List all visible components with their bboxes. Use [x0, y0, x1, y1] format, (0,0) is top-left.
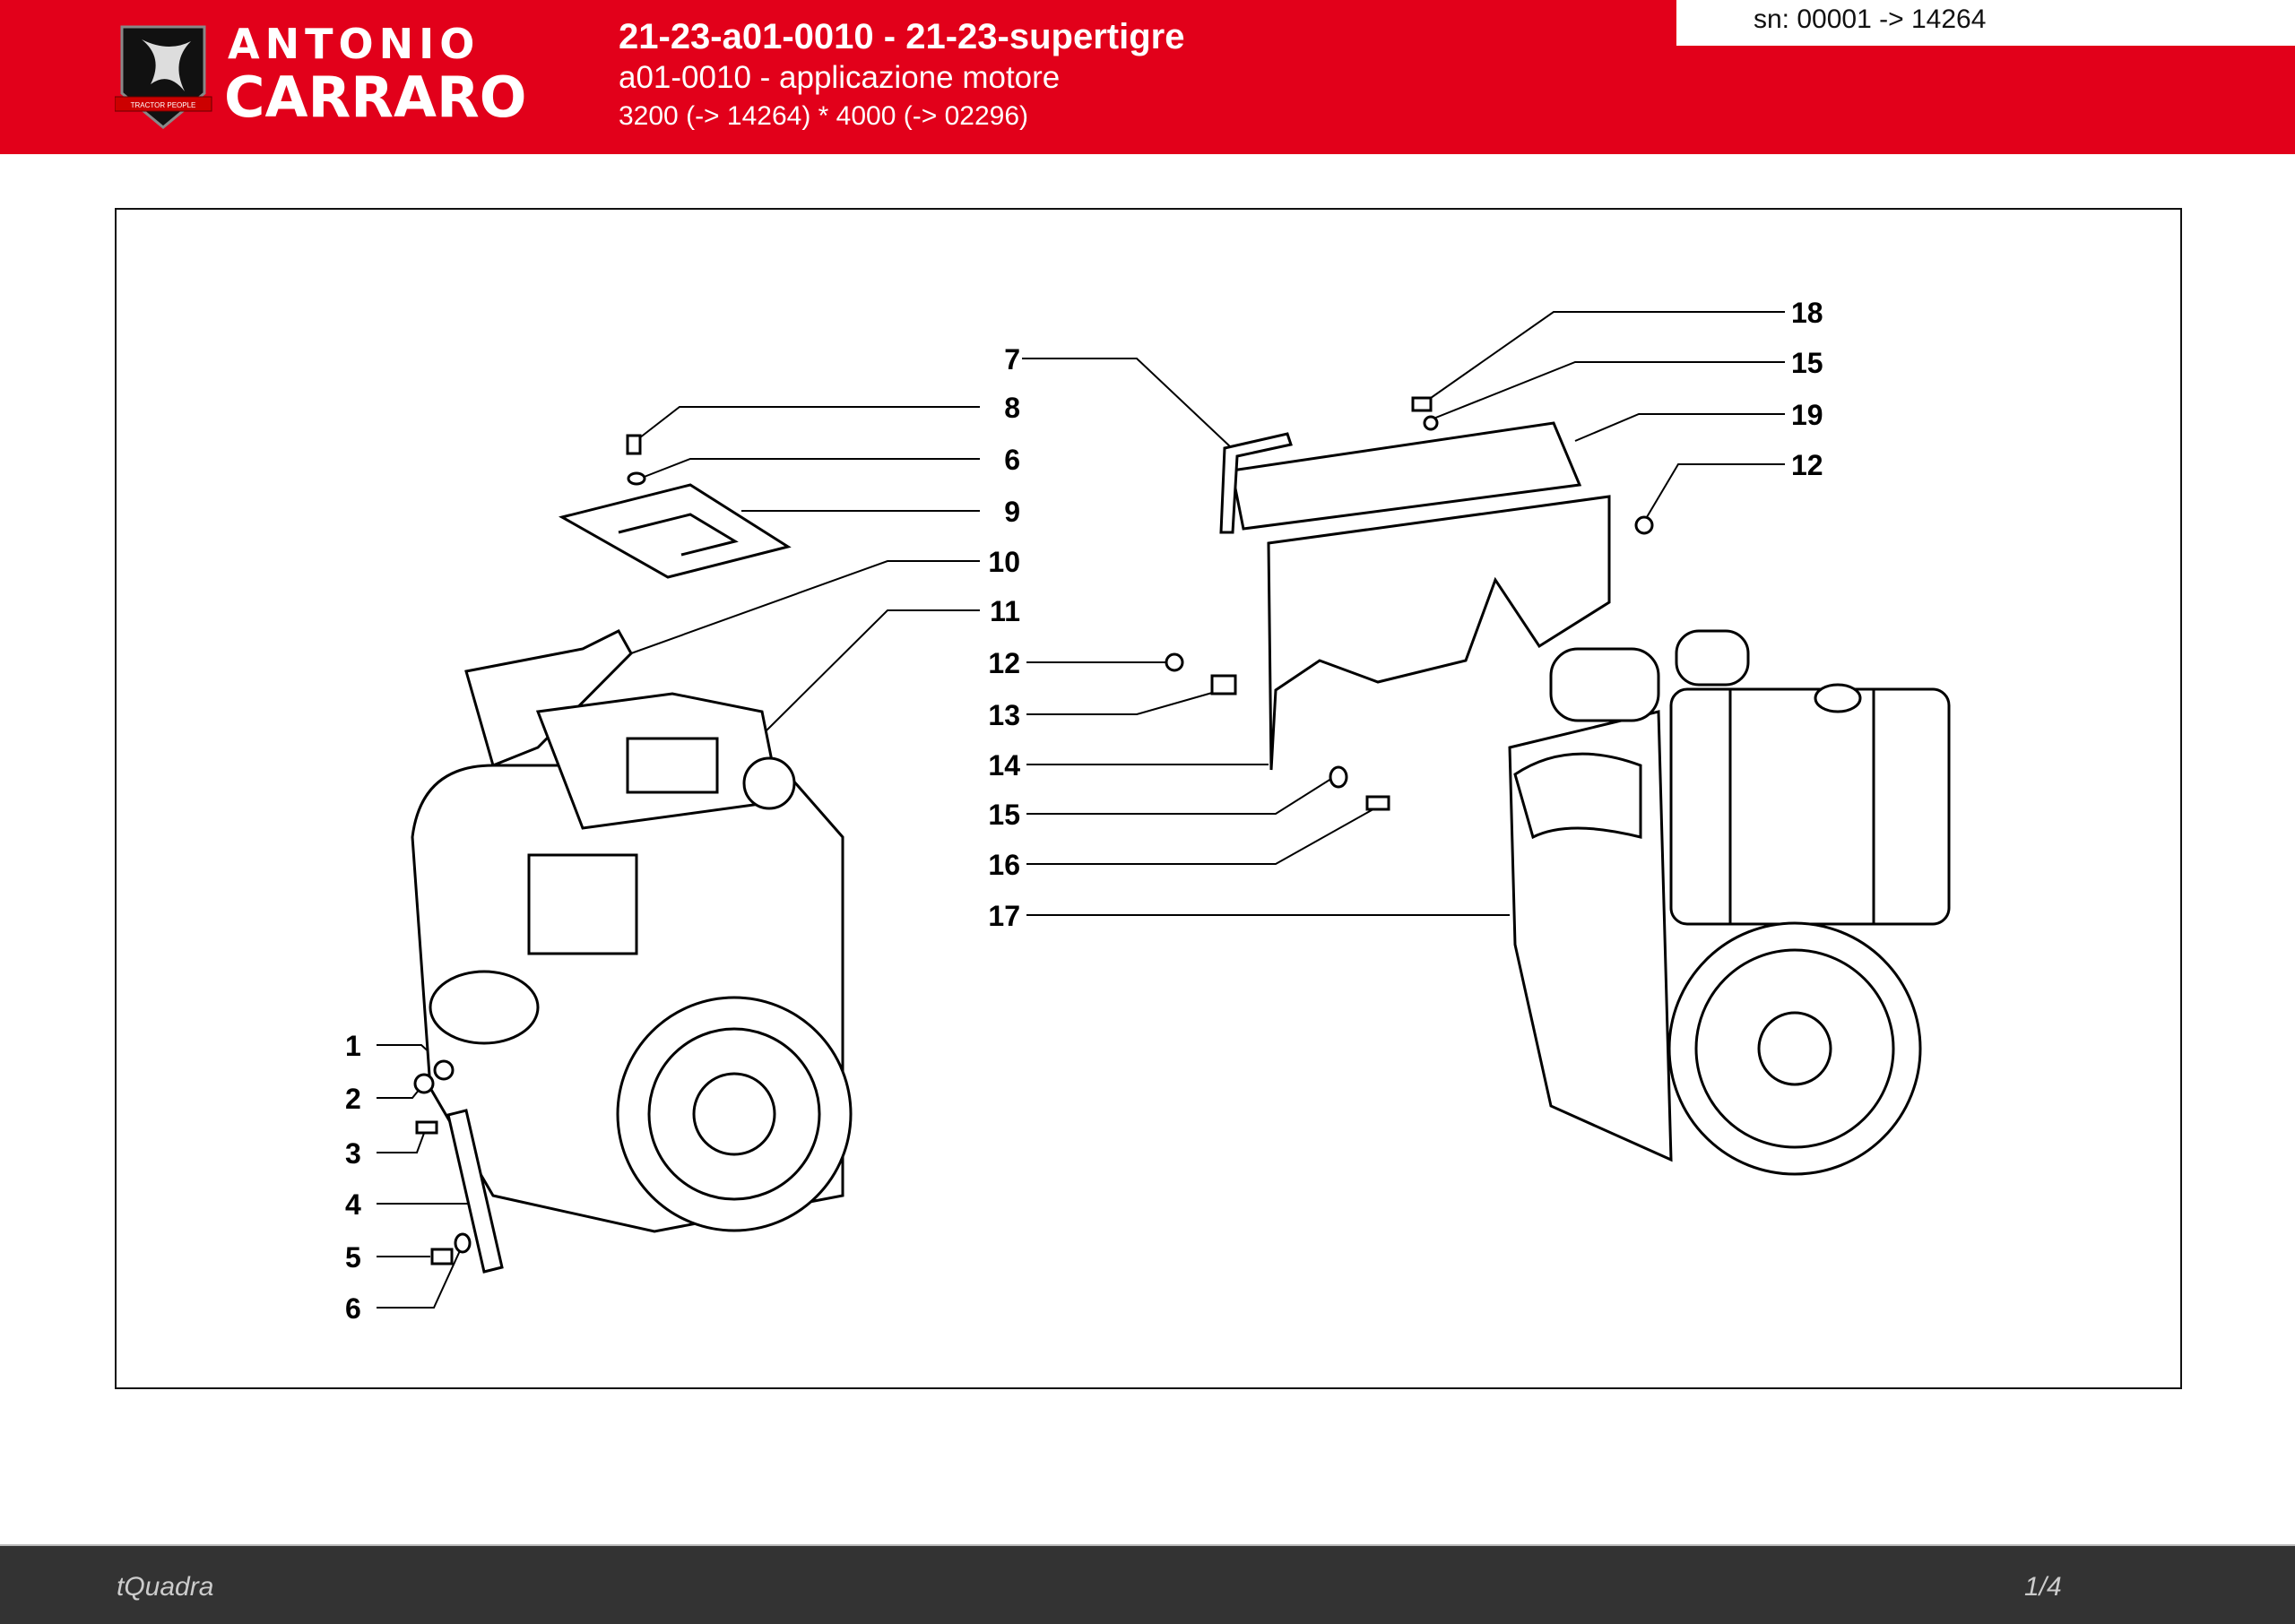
bolt-part-16	[1365, 795, 1390, 811]
model-range: 3200 (-> 14264) * 4000 (-> 02296)	[619, 101, 1028, 131]
bolt-part-18	[1411, 396, 1433, 412]
bolt-part-3	[415, 1120, 438, 1135]
seal-part-7	[1219, 432, 1293, 534]
page-title: 21-23-a01-0010 - 21-23-supertigre	[619, 17, 1185, 56]
callout-label: 9	[1004, 496, 1020, 528]
left-engine-drawing	[411, 692, 853, 1274]
page-subtitle: a01-0010 - applicazione motore	[619, 60, 1061, 95]
serial-number-box: sn: 00001 -> 14264	[1676, 0, 2295, 46]
nut-part-2	[413, 1073, 435, 1094]
callout-label: 6	[345, 1292, 361, 1325]
callout-label: 7	[1004, 343, 1020, 376]
callout-label: 10	[988, 546, 1020, 578]
nut-part-1	[433, 1059, 455, 1081]
callout-label: 3	[345, 1137, 361, 1170]
bolt-part-5	[430, 1248, 454, 1266]
callout-label: 11	[990, 595, 1020, 627]
shield-emblem-icon: TRACTOR PEOPLE	[115, 25, 212, 129]
leader-lines	[377, 311, 1785, 1309]
antonio-carraro-logo: TRACTOR PEOPLE ANTONIO CARRARO	[115, 22, 581, 133]
callout-label: 4	[345, 1188, 361, 1221]
cover-part-19	[1230, 421, 1582, 531]
serial-number-range: sn: 00001 -> 14264	[1754, 4, 1987, 34]
callout-label: 15	[1791, 347, 1823, 379]
callout-label: 8	[1004, 392, 1020, 424]
parts-drawing	[411, 396, 1951, 1274]
callout-label: 15	[988, 799, 1020, 831]
bolt-part-8	[626, 434, 642, 455]
diagram-canvas: 1 2 3 4 5 6 7 8 6 9 10 11 12 13 14 15 16…	[345, 297, 1951, 1325]
shroud-part-14	[1267, 495, 1611, 771]
callout-label: 17	[988, 900, 1020, 932]
callout-label: 18	[1791, 297, 1823, 329]
brand-tagline: TRACTOR PEOPLE	[131, 101, 196, 109]
clip-part-13	[1210, 674, 1237, 695]
callout-label: 2	[345, 1083, 361, 1115]
callout-label: 16	[988, 849, 1020, 881]
brand-name-line2: CARRARO	[224, 65, 527, 130]
exploded-parts-diagram: 1 2 3 4 5 6 7 8 6 9 10 11 12 13 14 15 16…	[115, 208, 2182, 1389]
callout-label: 14	[988, 749, 1020, 782]
header-bar: TRACTOR PEOPLE ANTONIO CARRARO 21-23-a01…	[0, 0, 2295, 154]
callout-label: 19	[1791, 399, 1823, 431]
nut-part-12-right	[1634, 515, 1654, 535]
page-indicator: 1/4	[2024, 1572, 2062, 1602]
footer-bar: tQuadra 1/4	[0, 1544, 2295, 1624]
callout-label: 5	[345, 1241, 361, 1274]
nut-part-12	[1165, 652, 1184, 672]
right-engine-drawing	[1508, 629, 1951, 1176]
callout-label: 6	[1004, 444, 1020, 476]
footer-app-name: tQuadra	[117, 1572, 214, 1602]
washer-part-15	[1329, 765, 1348, 789]
plate-part-9	[559, 483, 792, 579]
callout-label: 13	[988, 699, 1020, 731]
brand-name-line1: ANTONIO	[228, 20, 481, 68]
fuel-tank	[1669, 687, 1951, 926]
callout-labels: 1 2 3 4 5 6 7 8 6 9 10 11 12 13 14 15 16…	[345, 297, 1823, 1325]
callout-label: 12	[988, 647, 1020, 679]
washer-part-6-left	[454, 1232, 472, 1254]
bracket-part-4	[446, 1109, 504, 1274]
washer-part-15-right	[1423, 415, 1439, 431]
washer-part-6	[627, 471, 646, 486]
callout-label: 12	[1791, 449, 1823, 481]
callout-label: 1	[345, 1030, 361, 1062]
